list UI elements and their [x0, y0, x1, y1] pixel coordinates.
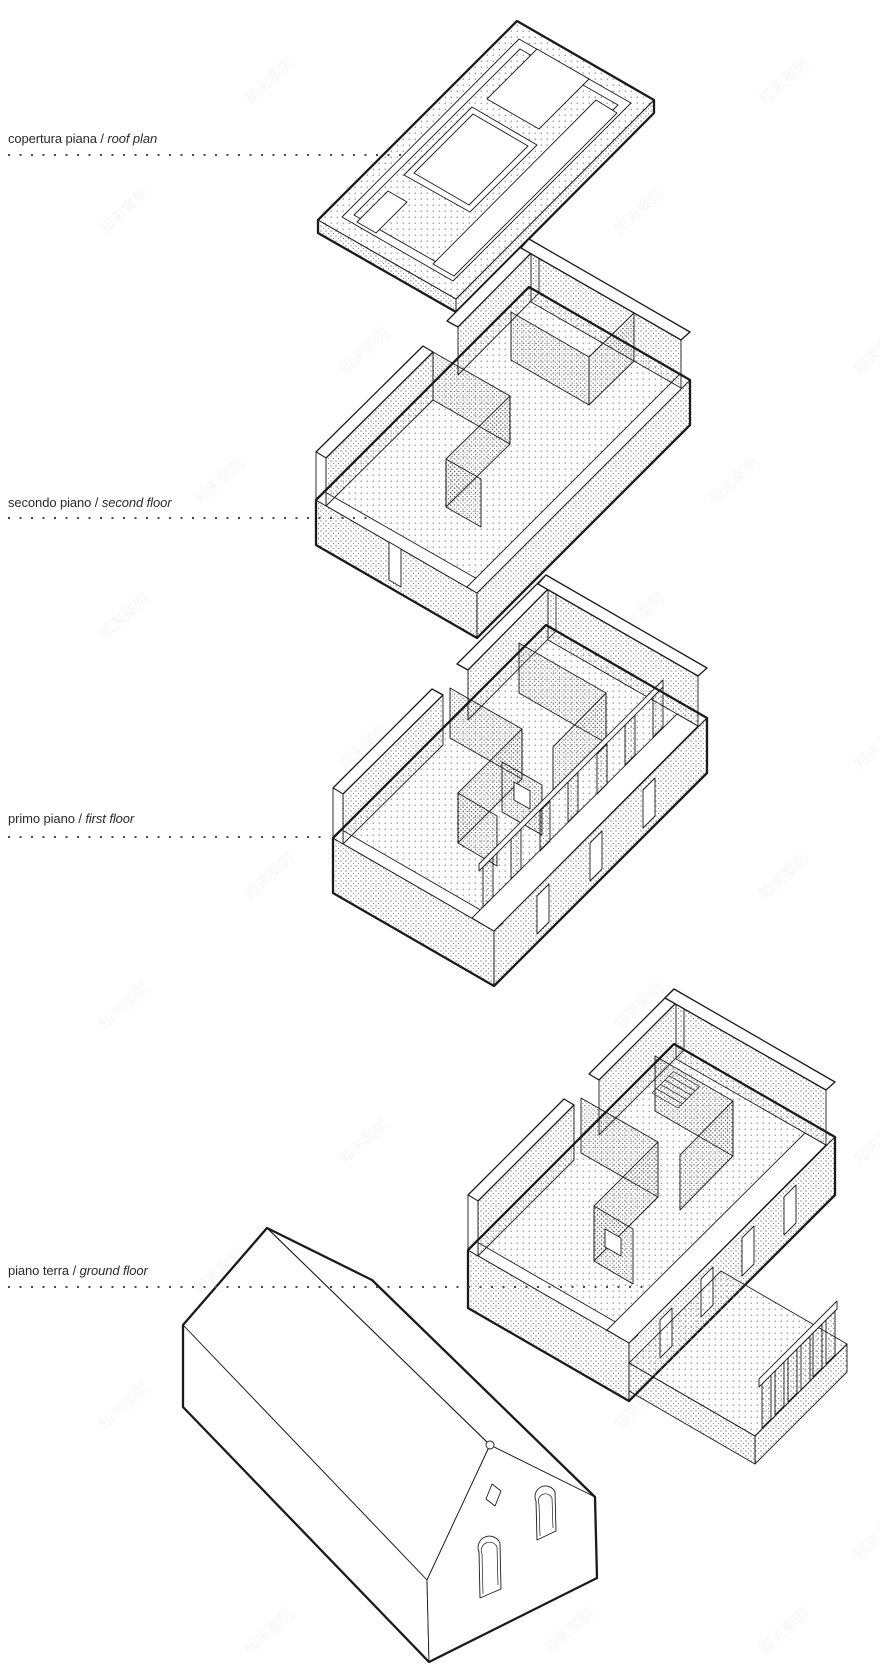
floor-outline: [314, 285, 692, 640]
watermark-text: 知末案例: [851, 1114, 880, 1168]
watermark-text: 知末案例: [851, 324, 880, 378]
wall-top-band: [664, 988, 836, 1091]
facade-lintel: [478, 679, 664, 872]
watermark-text: 知末案例: [756, 54, 813, 108]
wall-top-band: [537, 574, 708, 677]
interior-wall: [457, 792, 498, 867]
watermark-text: 知末案例: [851, 1509, 880, 1563]
pergola-beam: [758, 1300, 838, 1388]
label-second-floor: secondo piano / second floor: [8, 495, 372, 519]
window-slit: [783, 1184, 797, 1236]
watermark-text: 知末案例: [611, 184, 668, 238]
level-labels: copertura piana / roof plan secondo pian…: [8, 131, 650, 1288]
watermark-text: 知末案例: [336, 324, 393, 378]
arched-door: [477, 1535, 502, 1599]
window-slit: [642, 777, 656, 829]
arched-window-reveal: [538, 1493, 554, 1537]
watermark-text: 知末案例: [241, 1604, 298, 1658]
wall-window-hole: [604, 1228, 622, 1257]
watermark-text: 知末案例: [336, 1114, 393, 1168]
window-slit: [589, 830, 603, 882]
window-slit: [536, 883, 550, 935]
roof-plan-level: [316, 19, 656, 314]
wall-top-band: [520, 238, 691, 341]
label-text: secondo piano / second floor: [8, 495, 172, 510]
house-outline: [181, 1226, 599, 1664]
label-text: primo piano / first floor: [8, 811, 135, 826]
watermark-text: 知末案例: [96, 184, 153, 238]
watermark-text: 知末案例: [756, 1604, 813, 1658]
roof-skylight-curb: [413, 113, 529, 206]
interior-wall: [445, 458, 482, 528]
label-first-floor: primo piano / first floor: [8, 811, 330, 838]
roof-skylight-opening: [403, 106, 538, 213]
label-text: piano terra / ground floor: [8, 1263, 149, 1278]
arched-door-reveal: [480, 1541, 499, 1595]
facade-mullion: [596, 743, 608, 795]
label-roof-plan: copertura piana / roof plan: [8, 131, 410, 156]
existing-house: [181, 1226, 599, 1664]
watermark-text: 知末案例: [96, 979, 153, 1033]
ground-wing: [628, 1270, 848, 1465]
watermark-text: 知末案例: [96, 589, 153, 643]
watermark-text: 知末案例: [851, 719, 880, 773]
wing-side-left: [628, 1362, 756, 1465]
interior-wall: [679, 1100, 734, 1211]
interior-wall: [588, 312, 635, 406]
first-floor-level: [331, 574, 709, 988]
facade-mullion: [539, 800, 551, 852]
floor-outline: [466, 1042, 837, 1403]
stair: [651, 1071, 700, 1109]
label-ground-floor: piano terra / ground floor: [8, 1263, 650, 1288]
roof-opening-small: [356, 190, 408, 234]
watermark-text: 知末案例: [756, 849, 813, 903]
door-notch: [388, 541, 402, 588]
second-floor-level: [314, 238, 692, 640]
watermark-text: 知末案例: [191, 454, 248, 508]
wall-end-cap: [467, 1194, 479, 1257]
watermark-text: 知末案例: [96, 1379, 153, 1433]
roof-terrace-slot: [432, 99, 618, 277]
diamond-window: [485, 1483, 502, 1507]
floor-outline: [331, 623, 709, 988]
ground-floor-level: [181, 988, 848, 1664]
watermark-text: 知末案例: [241, 849, 298, 903]
window-slit: [741, 1225, 755, 1277]
roof-opening-upper: [486, 48, 590, 130]
roof-parapet-top: [341, 38, 632, 282]
ridge-end-marker: [485, 1440, 495, 1450]
watermark-text: 知末案例: [241, 54, 298, 108]
wall-window-hole: [513, 781, 531, 810]
house-ridge: [266, 1227, 491, 1446]
watermark-text: 知末案例: [706, 454, 763, 508]
label-text: copertura piana / roof plan: [8, 131, 157, 146]
roof-outline: [316, 19, 656, 314]
watermark-text: 知末案例: [541, 1604, 598, 1658]
arched-window: [534, 1485, 557, 1541]
